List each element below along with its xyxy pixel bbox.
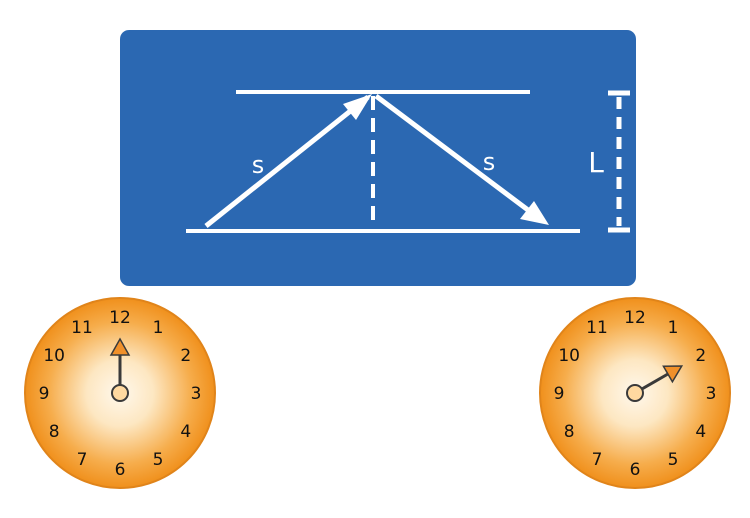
clock-hub	[111, 384, 129, 402]
light-path-up-line	[204, 95, 370, 228]
clock-numeral: 9	[39, 384, 50, 404]
clock-numeral: 12	[109, 308, 131, 328]
clock-numeral: 11	[71, 318, 93, 338]
light-path-down-arrowhead	[520, 201, 549, 225]
clock-numeral: 5	[668, 450, 679, 470]
clock-numeral: 6	[115, 460, 126, 480]
light-path-up-arrowhead	[343, 94, 372, 120]
clock-numeral: 7	[592, 450, 603, 470]
height-label: L	[588, 146, 604, 179]
clock-hand-tip	[662, 365, 684, 384]
light-path-down-line	[374, 94, 534, 215]
clock-numeral: 4	[695, 422, 706, 442]
clock-numeral: 11	[586, 318, 608, 338]
clock-numeral: 9	[554, 384, 565, 404]
clock-numeral: 6	[630, 460, 641, 480]
clock-numeral: 3	[706, 384, 717, 404]
clock-numeral: 2	[695, 346, 706, 366]
clock-numeral: 1	[153, 318, 164, 338]
path-label-left: s	[252, 151, 265, 179]
clock-numeral: 2	[180, 346, 191, 366]
clock-numeral: 12	[624, 308, 646, 328]
clock-numeral: 3	[191, 384, 202, 404]
clock-hub	[626, 384, 644, 402]
clock-numeral: 4	[180, 422, 191, 442]
clock-numeral: 10	[43, 346, 65, 366]
light-clock-panel	[120, 30, 636, 286]
clock-numeral: 1	[668, 318, 679, 338]
clock-numeral: 7	[77, 450, 88, 470]
clock-numeral: 8	[564, 422, 575, 442]
clock-numeral: 8	[49, 422, 60, 442]
clock-numeral: 10	[558, 346, 580, 366]
path-label-right: s	[483, 148, 496, 176]
clock-hand-tip	[109, 337, 131, 356]
clock-numeral: 5	[153, 450, 164, 470]
